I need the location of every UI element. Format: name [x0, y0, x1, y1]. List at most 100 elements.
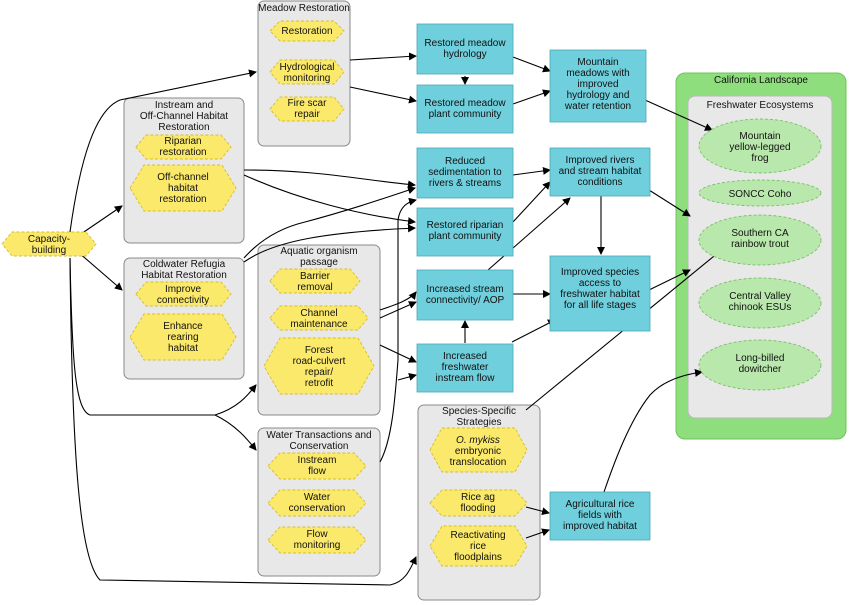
- node-label: freshwater: [442, 362, 489, 373]
- landscape-title: California Landscape: [714, 75, 808, 86]
- node-label: hydrology and: [567, 90, 630, 101]
- node-label: Enhance: [163, 321, 203, 332]
- outcome-improved-species-access: Improved species access to freshwater ha…: [549, 255, 651, 332]
- node-label: Southern CA: [731, 228, 789, 239]
- node-label: Channel: [300, 308, 337, 319]
- group-title-line: Strategies: [456, 417, 501, 428]
- strategy-improve-connectivity: Improve connectivity: [135, 281, 232, 307]
- node-label: hydrology: [443, 49, 486, 60]
- node-label: restoration: [159, 194, 206, 205]
- node-label: Off-channel: [157, 172, 209, 183]
- node-label: Flow: [306, 529, 328, 540]
- node-label: maintenance: [290, 319, 348, 330]
- node-label: yellow-legged: [729, 142, 790, 153]
- node-label: Reactivating: [450, 530, 505, 541]
- node-label: repair/: [305, 367, 334, 378]
- strategy-omykiss-translocation: O. mykiss embryonic translocation: [429, 427, 528, 473]
- node-label: connectivity/ AOP: [426, 295, 505, 306]
- node-label: embryonic: [455, 446, 501, 457]
- node-label: improved habitat: [563, 521, 637, 532]
- node-label: Improved rivers: [566, 155, 635, 166]
- node-label: instream flow: [436, 373, 496, 384]
- species-central-valley-chinook: Central Valley chinook ESUs: [698, 277, 822, 329]
- node-label: Instream: [298, 455, 337, 466]
- species-long-billed-dowitcher: Long-billed dowitcher: [698, 339, 822, 391]
- strategy-channel-maintenance: Channel maintenance: [269, 305, 369, 331]
- node-label: fields with: [578, 510, 622, 521]
- strategy-forest-road-culvert: Forest road-culvert repair/ retrofit: [263, 337, 375, 395]
- outcome-increased-stream-connectivity: Increased stream connectivity/ AOP: [416, 269, 514, 321]
- node-label: plant community: [429, 231, 502, 242]
- node-label: O. mykiss: [456, 435, 500, 446]
- node-label: removal: [297, 282, 333, 293]
- node-label: dowitcher: [739, 364, 782, 375]
- node-label: monitoring: [284, 73, 331, 84]
- strategy-reactivating-rice-floodplains: Reactivating rice floodplains: [429, 525, 528, 567]
- node-label: Forest: [305, 345, 334, 356]
- node-label: sedimentation to: [428, 167, 502, 178]
- node-label: translocation: [450, 457, 507, 468]
- node-label: water retention: [564, 101, 631, 112]
- node-label: rice: [470, 541, 487, 552]
- node-label: Hydrological: [279, 62, 334, 73]
- node-label: flow: [308, 466, 327, 477]
- node-label: monitoring: [294, 540, 341, 551]
- node-label: Increased stream: [426, 284, 503, 295]
- node-label: Restored meadow: [424, 98, 506, 109]
- capacity-building-node: Capacity- building: [1, 231, 97, 257]
- strategy-riparian-restoration: Riparian restoration: [135, 134, 232, 160]
- node-label: repair: [294, 109, 320, 120]
- node-label: Water: [304, 492, 331, 503]
- group-title-line: Habitat Restoration: [141, 270, 227, 281]
- node-label: chinook ESUs: [729, 302, 792, 313]
- strategy-enhance-rearing-habitat: Enhance rearing habitat: [129, 313, 237, 361]
- strategy-flow-monitoring: Flow monitoring: [267, 526, 367, 554]
- node-label: restoration: [159, 147, 206, 158]
- node-label: Increased: [443, 351, 487, 362]
- node-label: Barrier: [300, 271, 331, 282]
- node-label: Rice ag: [461, 492, 495, 503]
- node-label: Central Valley: [729, 291, 791, 302]
- node-label: Restored riparian: [427, 220, 504, 231]
- node-label: improved: [577, 79, 618, 90]
- strategy-rice-ag-flooding: Rice ag flooding: [429, 489, 528, 517]
- group-title-line: Aquatic organism: [280, 246, 357, 257]
- node-label: Fire scar: [288, 98, 328, 109]
- node-label: meadows with: [566, 68, 629, 79]
- node-label: Riparian: [164, 136, 201, 147]
- node-label: road-culvert: [293, 356, 346, 367]
- node-label: Improved species: [561, 267, 639, 278]
- group-title-line: Conservation: [290, 441, 349, 452]
- group-title-line: Water Transactions and: [266, 430, 371, 441]
- node-label: Mountain: [739, 131, 780, 142]
- node-label: Reduced: [445, 156, 485, 167]
- outcome-mountain-meadows: Mountain meadows with improved hydrology…: [549, 49, 647, 123]
- node-label: floodplains: [454, 552, 502, 563]
- outcome-agricultural-rice-fields: Agricultural rice fields with improved h…: [549, 491, 651, 541]
- group-title-line: passage: [300, 257, 338, 268]
- node-label: connectivity: [157, 295, 209, 306]
- node-label: Long-billed: [736, 353, 785, 364]
- group-title-line: Species-Specific: [442, 406, 516, 417]
- group-title: Meadow Restoration: [258, 3, 350, 14]
- group-title-line: Restoration: [158, 122, 209, 133]
- node-label: Restoration: [281, 26, 332, 37]
- node-label: freshwater habitat: [560, 289, 640, 300]
- species-soncc-coho: SONCC Coho: [698, 179, 822, 207]
- strategy-barrier-removal: Barrier removal: [269, 268, 361, 294]
- node-label: habitat: [168, 183, 198, 194]
- node-label: conservation: [289, 503, 346, 514]
- outcome-reduced-sedimentation: Reduced sedimentation to rivers & stream…: [416, 147, 514, 199]
- strategy-hydrological-monitoring: Hydrological monitoring: [269, 59, 345, 85]
- strategy-water-conservation: Water conservation: [267, 489, 367, 517]
- node-label: rearing: [167, 332, 198, 343]
- group-title-line: Coldwater Refugia: [143, 259, 226, 270]
- node-label: retrofit: [305, 378, 334, 389]
- node-label: building: [32, 245, 66, 256]
- outcome-restored-riparian-plant-community: Restored riparian plant community: [416, 207, 514, 257]
- strategy-instream-flow: Instream flow: [267, 452, 367, 480]
- node-label: access to: [579, 278, 622, 289]
- group-title-line: Instream and: [155, 100, 213, 111]
- node-label: habitat: [168, 343, 198, 354]
